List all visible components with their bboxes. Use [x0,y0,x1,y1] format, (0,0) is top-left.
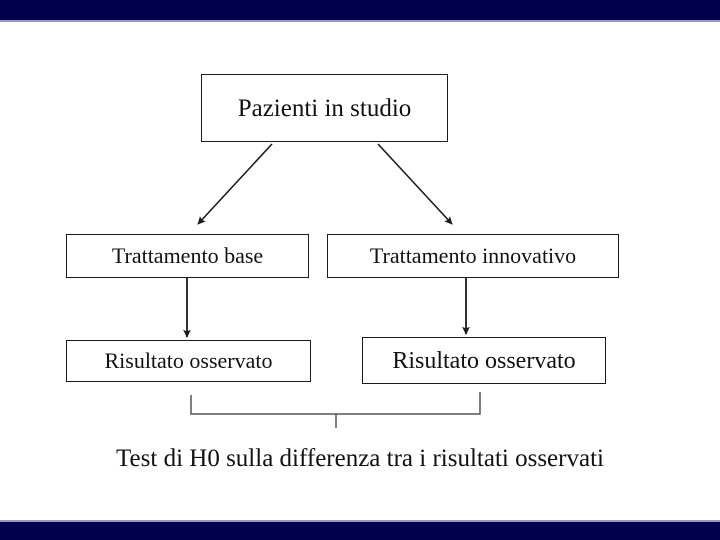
top-navy-band [0,0,720,22]
bottom-navy-band [0,520,720,540]
node-trattamento-innovativo-label: Trattamento innovativo [369,243,577,268]
node-pazienti-in-studio[interactable]: Pazienti in studio [201,74,448,142]
node-risultato-osservato-base[interactable]: Risultato osservato [66,340,311,382]
node-pazienti-in-studio-label: Pazienti in studio [237,94,412,122]
node-trattamento-base[interactable]: Trattamento base [66,234,309,278]
bracket-comparison [190,392,481,415]
node-risultato-osservato-innovativo-label: Risultato osservato [392,347,576,374]
node-trattamento-base-label: Trattamento base [111,243,264,268]
node-risultato-osservato-innovativo[interactable]: Risultato osservato [362,337,606,384]
arrow-pazienti-to-innovativo [377,143,453,225]
node-trattamento-innovativo[interactable]: Trattamento innovativo [327,234,619,278]
node-risultato-osservato-base-label: Risultato osservato [104,348,273,373]
diagram-caption: Test di H0 sulla differenza tra i risult… [116,445,604,472]
arrow-pazienti-to-base [197,143,273,225]
diagram-canvas: Pazienti in studio Trattamento base Trat… [0,22,720,522]
